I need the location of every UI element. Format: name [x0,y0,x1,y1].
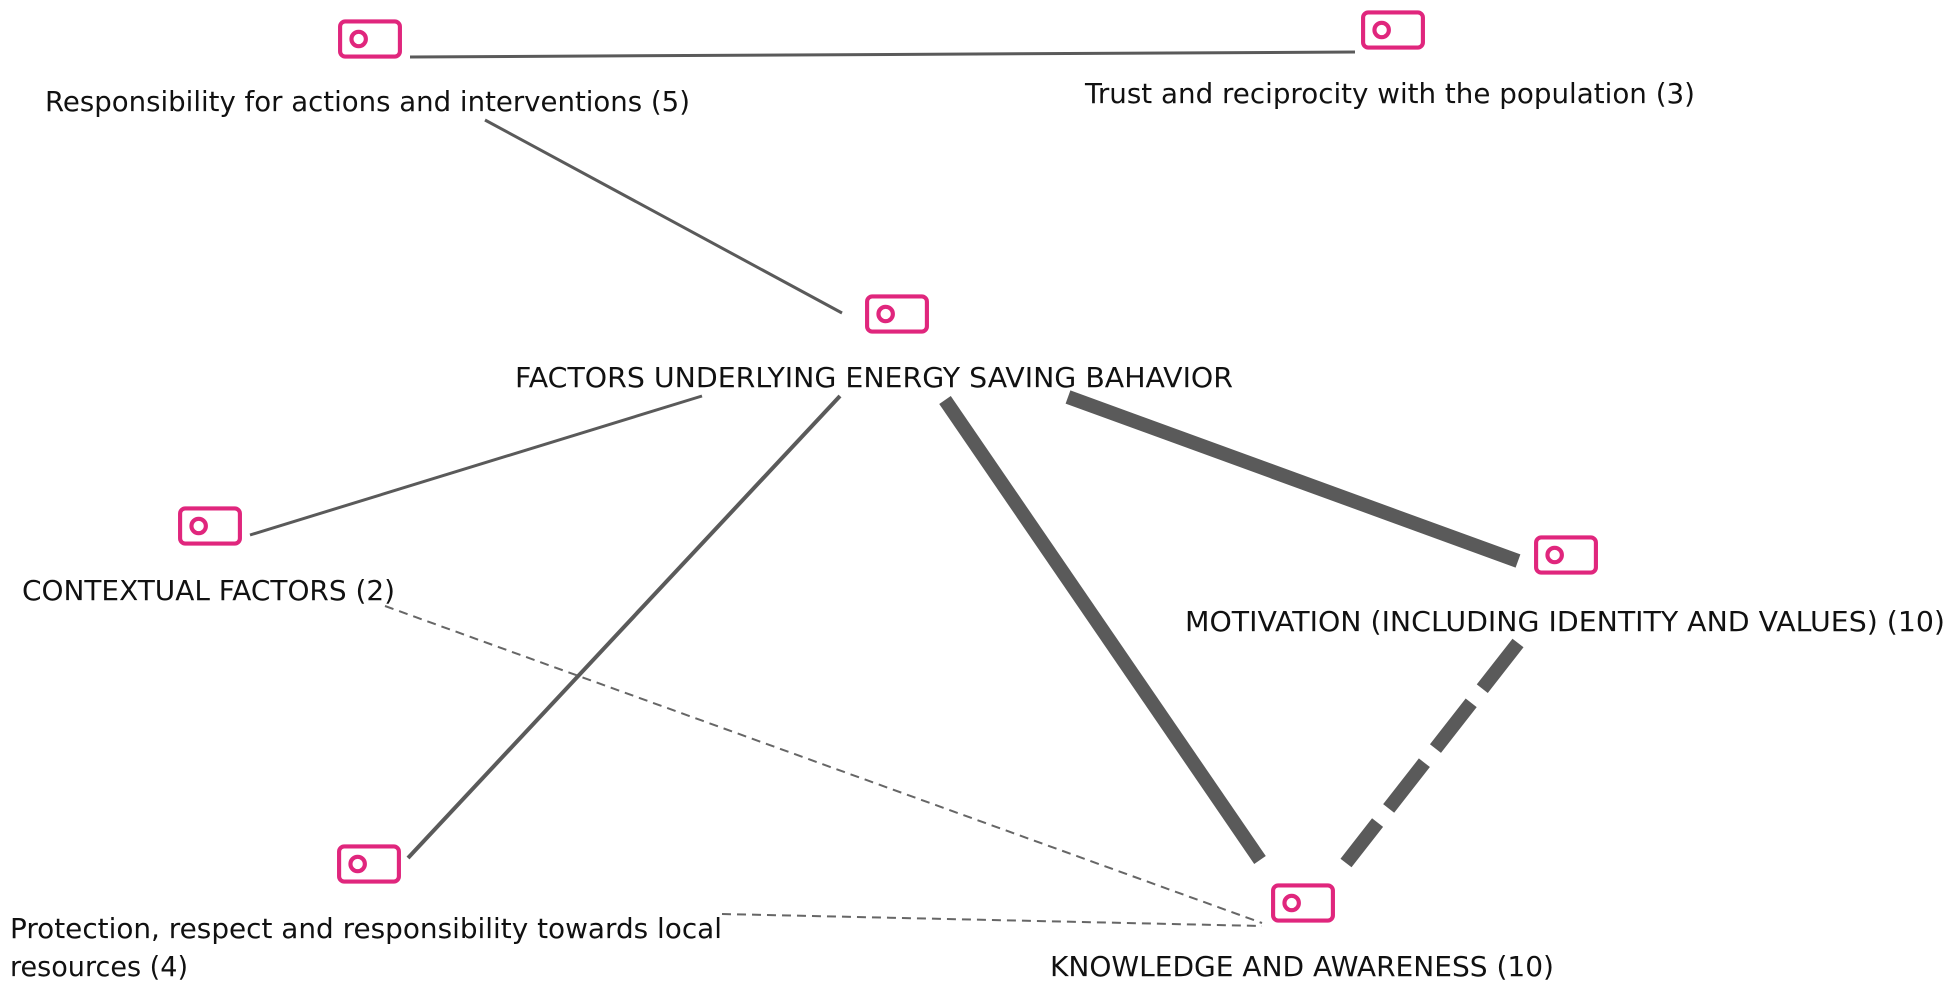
node-label-factors[interactable]: FACTORS UNDERLYING ENERGY SAVING BAHAVIO… [515,361,1233,394]
node-label-trust[interactable]: Trust and reciprocity with the populatio… [1084,77,1695,110]
edge-factors-contextual [249,394,703,537]
code-tag-icon[interactable] [340,21,400,56]
edge-motivation-knowledge [1340,638,1524,868]
code-tag-icon[interactable] [1273,885,1333,920]
node-label-contextual[interactable]: CONTEXTUAL FACTORS (2) [22,574,395,607]
node-icons [180,12,1596,920]
code-tag-icon[interactable] [180,508,240,543]
node-label-protection-line2[interactable]: resources (4) [10,950,188,983]
node-label-protection-line1[interactable]: Protection, respect and responsibility t… [10,912,722,945]
edge-factors-knowledge [939,396,1266,864]
edge-responsibility-trust [409,50,1356,59]
edges [249,50,1524,927]
edge-responsibility-factors [484,118,843,315]
node-label-responsibility[interactable]: Responsibility for actions and intervent… [45,85,690,118]
code-tag-icon[interactable] [1536,537,1596,572]
edge-factors-motivation [1065,390,1521,568]
node-label-motivation[interactable]: MOTIVATION (INCLUDING IDENTITY AND VALUE… [1185,605,1945,638]
edge-protection-knowledge [721,913,1263,927]
edge-factors-protection [406,394,842,860]
node-labels: Responsibility for actions and intervent… [10,77,1945,983]
edge-contextual-knowledge [384,605,1263,924]
node-label-knowledge[interactable]: KNOWLEDGE AND AWARENESS (10) [1050,950,1554,983]
code-tag-icon[interactable] [1363,12,1423,47]
code-tag-icon[interactable] [339,846,399,881]
code-tag-icon[interactable] [867,296,927,331]
